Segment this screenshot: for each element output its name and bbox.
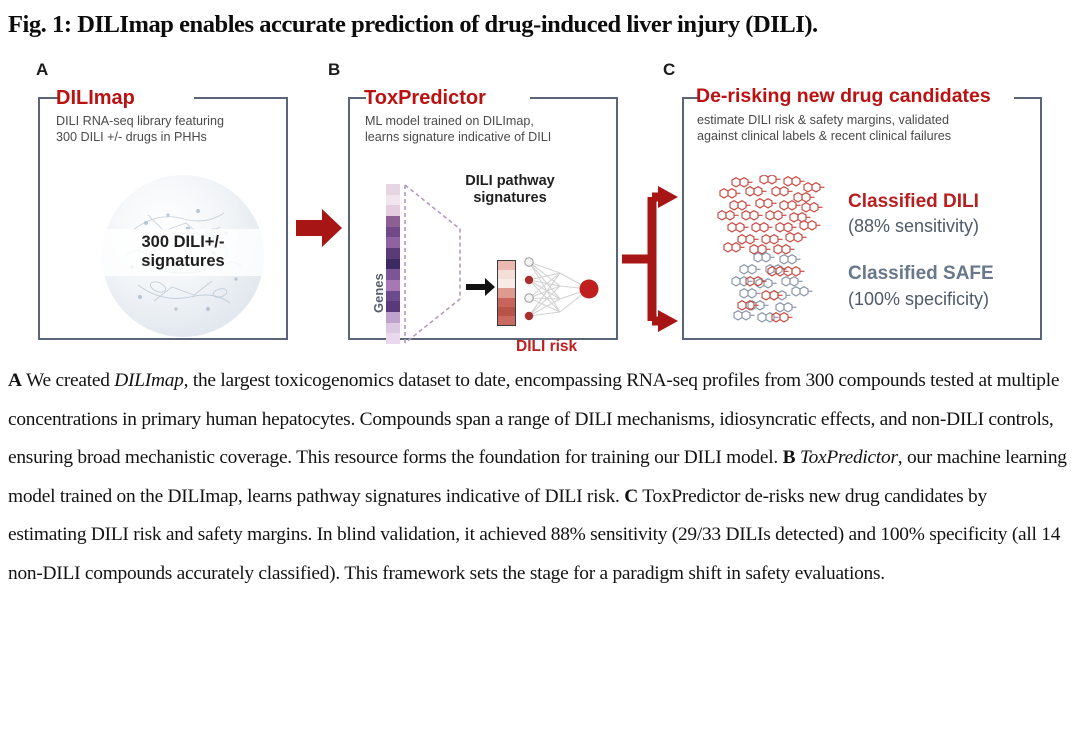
classified-dili-label: Classified DILI <box>848 191 979 212</box>
dili-risk-label: DILI risk <box>516 338 578 355</box>
pathway-signatures-label: DILI pathway signatures <box>465 173 555 206</box>
panel-a-subtitle: DILI RNA-seq library featuring 300 DILI … <box>56 114 224 144</box>
arrow-a-to-b <box>296 209 342 247</box>
gene-heatmap-column <box>386 184 400 345</box>
panel-a-title-notch <box>58 95 194 101</box>
caption-segment: ToxPredictor de-risks new drug candidate… <box>8 485 1061 584</box>
panel-a-title: DILImap <box>56 87 135 109</box>
encode-arrow-icon <box>466 278 495 296</box>
figure-caption: A We created DILImap, the largest toxico… <box>8 362 1068 593</box>
encoder-trapezoid <box>404 184 461 344</box>
caption-segment: DILImap <box>114 370 184 391</box>
figure-graphic: A DILImap DILI RNA-seq library featuring… <box>0 55 1080 355</box>
panel-b-title-notch <box>366 95 530 101</box>
caption-segment: ToxPredictor <box>799 447 898 468</box>
genes-axis-label: Genes <box>371 273 386 313</box>
safe-cluster <box>731 252 814 323</box>
dili-cluster <box>717 175 826 255</box>
cell-illustration: 300 DILI+/- signatures <box>102 175 264 337</box>
panel-b-title: ToxPredictor <box>364 87 486 109</box>
cell-caption: 300 DILI+/- signatures <box>102 229 264 276</box>
caption-segment: B <box>782 447 796 468</box>
panel-c-box <box>682 95 1042 340</box>
panel-c-title: De-risking new drug candidates <box>696 85 991 107</box>
classified-safe-label: Classified SAFE <box>848 263 994 284</box>
classified-safe-metric: (100% specificity) <box>848 289 990 309</box>
figure-title: Fig. 1: DILImap enables accurate predict… <box>8 11 818 38</box>
caption-segment: , our machine learning model trained on … <box>8 447 1067 507</box>
caption-segment: , the largest toxicogenomics dataset to … <box>8 370 1060 468</box>
panel-b-subtitle: ML model trained on DILImap, learns sign… <box>365 114 552 144</box>
neural-network-diagram <box>524 257 599 321</box>
caption-segment: We created <box>21 370 115 391</box>
panel-letter-c: C <box>663 60 676 79</box>
panel-c-title-notch <box>698 95 1014 101</box>
classified-dili-metric: (88% sensitivity) <box>848 216 980 236</box>
panel-letter-a: A <box>36 60 49 79</box>
signature-heatmap-column <box>497 260 516 326</box>
panel-letter-b: B <box>328 60 341 79</box>
caption-segment: C <box>624 485 638 507</box>
arrow-b-to-c-branching <box>622 186 678 332</box>
caption-segment: A <box>8 370 22 391</box>
panel-c-subtitle: estimate DILI risk & safety margins, val… <box>697 113 952 143</box>
